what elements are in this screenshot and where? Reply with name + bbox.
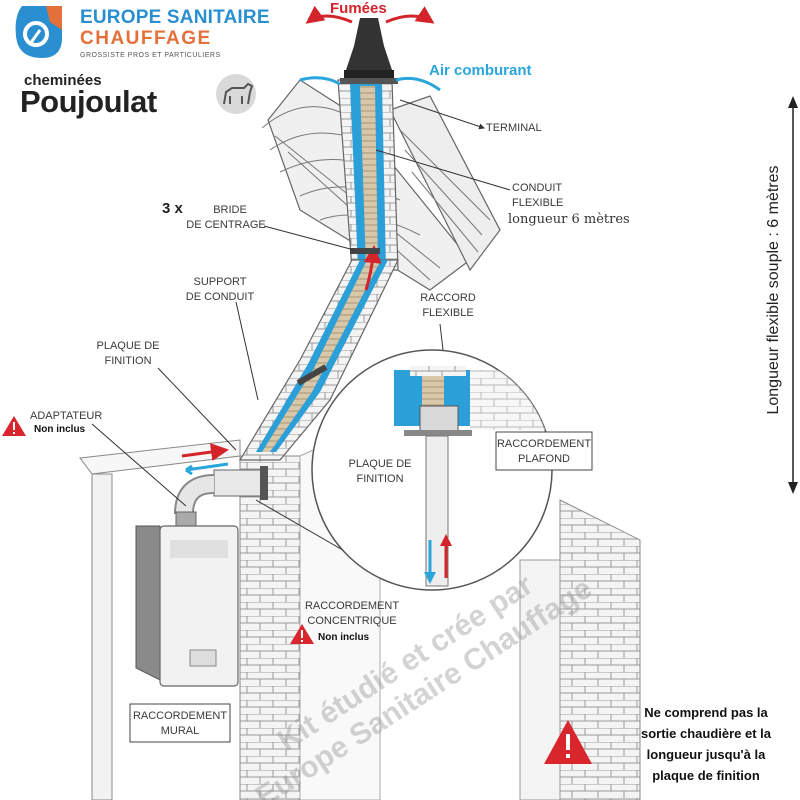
bride-quantity: 3 x xyxy=(162,200,183,217)
fumes-label: Fumées xyxy=(330,0,387,17)
warning-icon xyxy=(290,624,314,644)
bride-label-line2: DE CENTRAGE xyxy=(186,219,266,231)
dimension-note-text: Longueur flexible souple : 6 mètres xyxy=(765,165,782,415)
manufacturer-name-line2: Poujoulat xyxy=(20,84,157,119)
dog-logo-icon xyxy=(216,74,256,114)
raccordement-plafond-line1: RACCORDEMENT xyxy=(496,438,592,450)
warning-note-line1: Ne comprend pas la xyxy=(644,705,768,720)
chimney-stack xyxy=(337,79,399,271)
raccordement-concentrique-line1: RACCORDEMENT xyxy=(304,600,400,612)
chimney-offset xyxy=(238,259,399,461)
raccord-flexible-label-line1: RACCORD xyxy=(420,292,476,304)
warning-icon xyxy=(544,720,592,764)
warning-note-line2: sortie chaudière et la xyxy=(640,726,772,741)
conduit-flexible-label-line1: CONDUIT xyxy=(512,182,563,194)
raccordement-concentrique-line2: CONCENTRIQUE xyxy=(307,615,397,627)
distributor-name-line1: EUROPE SANITAIRE xyxy=(80,7,270,28)
mural-label-box xyxy=(129,703,231,743)
distributor-logo-icon xyxy=(15,6,63,58)
plaque-finition-label-line1: PLAQUE DE xyxy=(96,340,160,352)
support-label-line2: DE CONDUIT xyxy=(185,291,255,303)
warning-note-line4: plaque de finition xyxy=(652,768,760,783)
boiler xyxy=(135,511,239,687)
warning-note-line3: longueur jusqu'à la xyxy=(646,747,766,762)
plafond-label-box xyxy=(495,431,593,471)
adaptateur-label: ADAPTATEUR xyxy=(30,410,103,422)
bride-label-line1: BRIDE xyxy=(213,204,247,216)
centering-brackets xyxy=(296,248,380,386)
conduit-flexible-label-line2: FLEXIBLE xyxy=(512,197,564,209)
distributor-tagline: GROSSISTE PROS ET PARTICULIERS xyxy=(80,52,221,59)
warning-note: Ne comprend pas la sortie chaudière et l… xyxy=(620,702,792,786)
raccordement-mural-line2: MURAL xyxy=(160,725,200,737)
distributor-name-line2: CHAUFFAGE xyxy=(80,28,212,49)
terminal-cap xyxy=(340,18,398,84)
dimension-arrow xyxy=(788,96,798,494)
support-label-line1: SUPPORT xyxy=(193,276,247,288)
raccord-flexible-label-line2: FLEXIBLE xyxy=(422,307,474,319)
concentric-connection xyxy=(174,466,268,515)
manufacturer-name-line1: cheminées xyxy=(24,72,102,89)
raccordement-mural-line1: RACCORDEMENT xyxy=(132,710,228,722)
plaque-finition-detail-line2: FINITION xyxy=(356,473,404,485)
adaptateur-not-included: Non inclus xyxy=(34,424,86,435)
warning-icon xyxy=(2,416,26,436)
plaque-finition-detail-line1: PLAQUE DE xyxy=(348,458,412,470)
combustion-air-arrows xyxy=(299,76,441,92)
plaque-finition-label-line2: FINITION xyxy=(104,355,152,367)
terminal-label: TERMINAL xyxy=(486,122,542,134)
conduit-length-note: longueur 6 mètres xyxy=(508,212,630,227)
raccordement-plafond-line2: PLAFOND xyxy=(518,453,570,465)
concentrique-not-included: Non inclus xyxy=(318,632,370,643)
combustion-air-label: Air comburant xyxy=(429,62,532,79)
wall-flow-arrows xyxy=(181,443,229,476)
